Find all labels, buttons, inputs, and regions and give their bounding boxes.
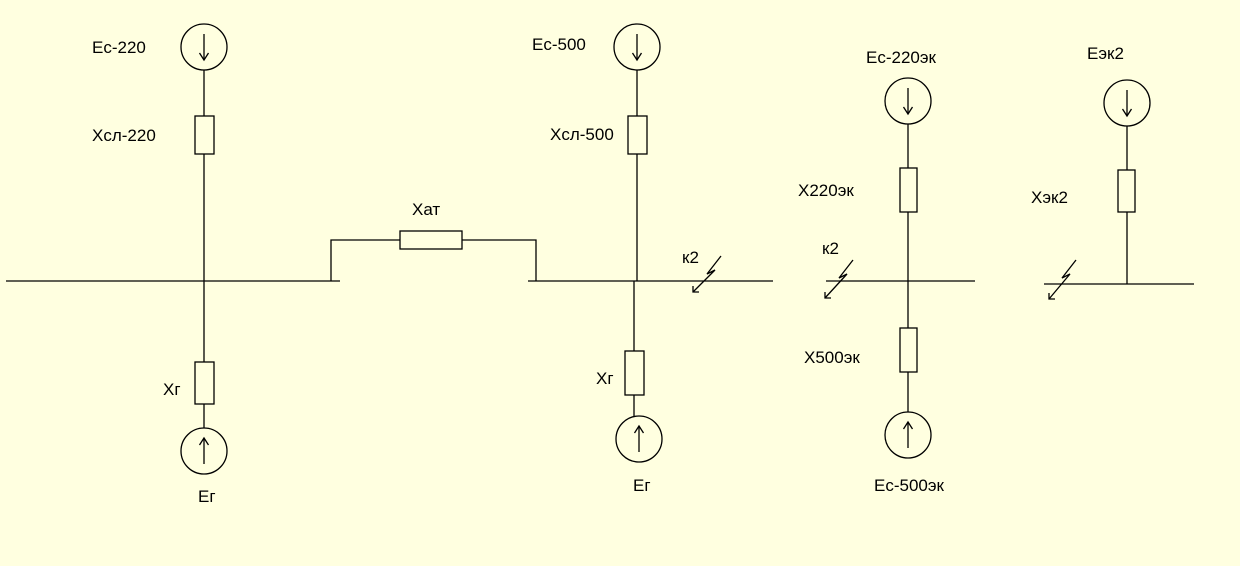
- label-ec-220: Ec-220: [92, 38, 146, 57]
- resistor-xek2: [1117, 169, 1136, 213]
- generator-eg-2: [615, 415, 663, 463]
- source-ec-220: [180, 23, 228, 71]
- label-xsl-500: Xсл-500: [550, 125, 614, 144]
- resistor-x220ek: [899, 167, 918, 213]
- label-xsl-220: Xсл-220: [92, 126, 156, 145]
- equivalent-2: Eэк2 Xэк2: [1031, 44, 1194, 300]
- label-x220ek: X220эк: [798, 181, 854, 200]
- resistor-x500ek: [899, 327, 918, 373]
- label-xg-2: Xг: [596, 369, 614, 388]
- label-xat: Xат: [412, 200, 440, 219]
- label-ec-220ek: Ec-220эк: [866, 48, 937, 67]
- schematic-1: Ec-220 Xсл-220 Xат Xг Eг: [6, 23, 537, 506]
- resistor-xsl-220: [194, 115, 215, 155]
- generator-eg-1: [180, 427, 228, 475]
- lightning-fault-icon: [1048, 259, 1077, 300]
- equivalent-1: Ec-220эк X220эк к2 X500эк Ec-500эк: [798, 48, 975, 495]
- label-eg-2: Eг: [633, 476, 651, 495]
- resistor-xsl-500: [627, 115, 648, 155]
- autotransformer-link: [462, 239, 537, 281]
- label-x500ek: X500эк: [804, 348, 860, 367]
- resistor-xg-1: [194, 361, 215, 405]
- source-eek2: [1103, 79, 1151, 127]
- source-ec-500ek: [884, 411, 932, 459]
- label-xg-1: Xг: [163, 380, 181, 399]
- label-k2-1: к2: [682, 248, 699, 267]
- resistor-xat: [399, 230, 463, 250]
- autotransformer-link: [330, 239, 400, 281]
- resistor-xg-2: [624, 350, 645, 396]
- source-ec-220ek: [884, 77, 932, 125]
- label-ec-500: Ec-500: [532, 35, 586, 54]
- source-ec-500: [613, 23, 661, 71]
- label-eg-1: Eг: [198, 487, 216, 506]
- label-k2-2: к2: [822, 239, 839, 258]
- lightning-fault-icon: [824, 259, 854, 299]
- label-eek2: Eэк2: [1087, 44, 1124, 63]
- label-xek2: Xэк2: [1031, 188, 1068, 207]
- schematic-2: Ec-500 Xсл-500 к2 Xг Eг: [528, 23, 773, 495]
- lightning-fault-icon: [692, 255, 722, 293]
- label-ec-500ek: Ec-500эк: [874, 476, 945, 495]
